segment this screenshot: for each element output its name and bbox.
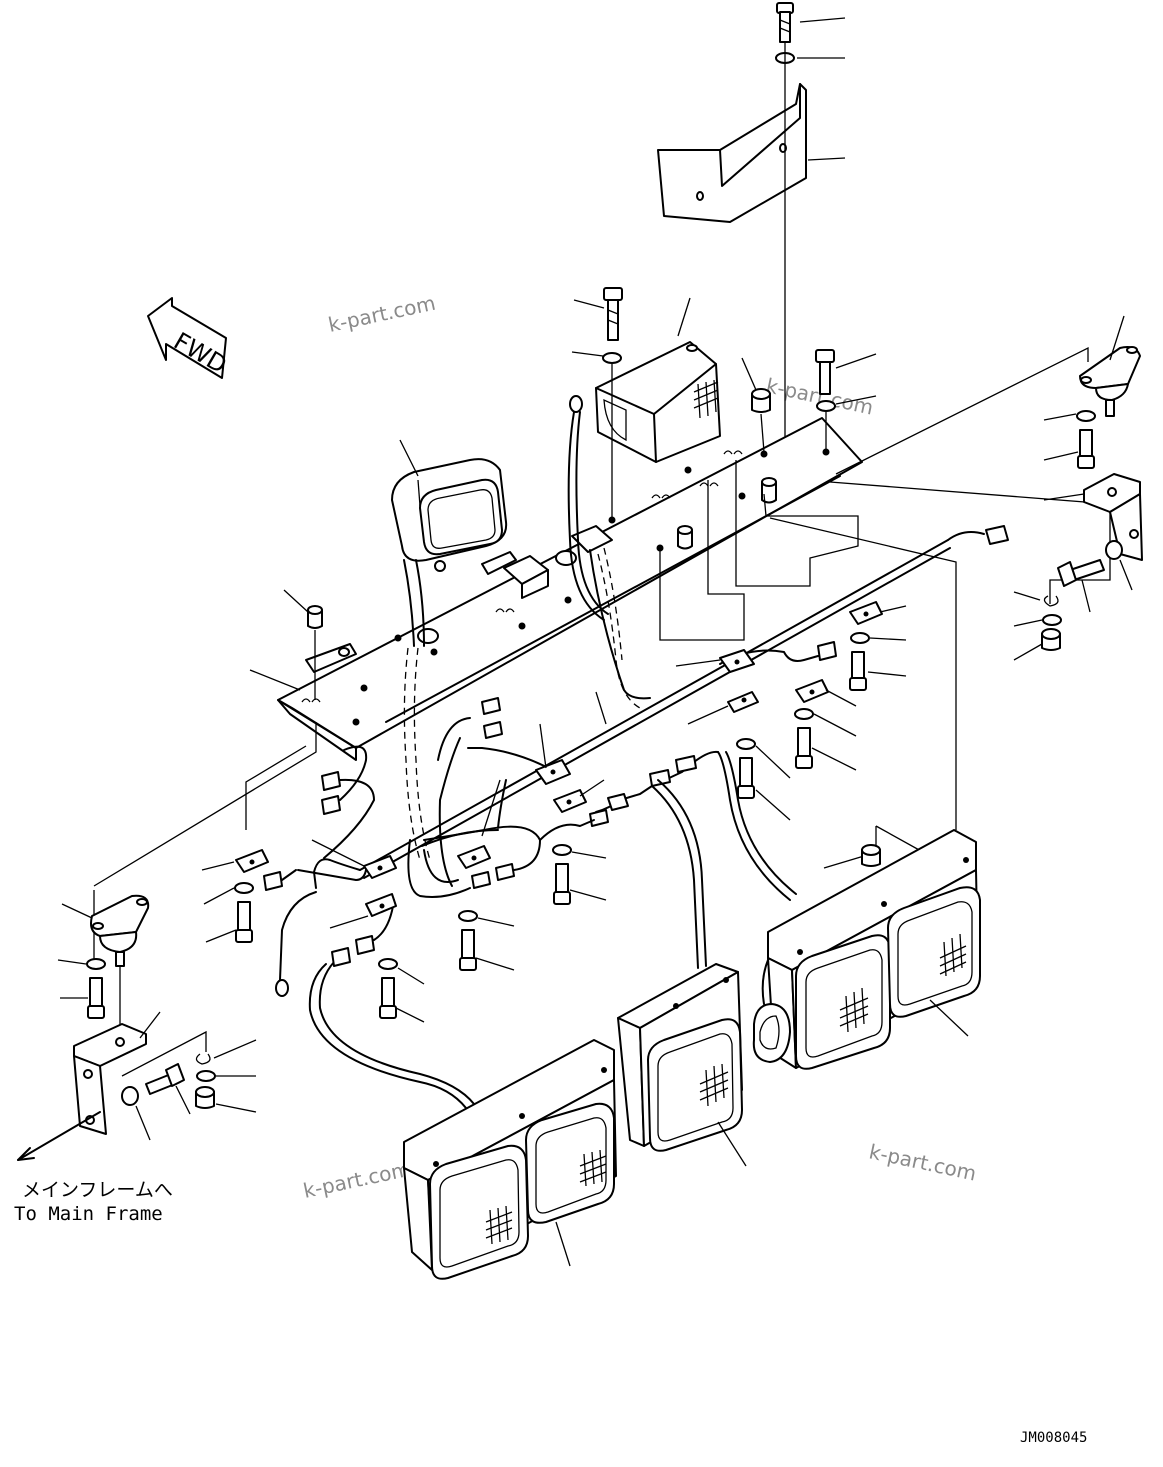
destination-note-japanese: メインフレームへ [22,1179,173,1201]
watermark: k-part.com [326,291,438,337]
watermark: k-part.com [867,1139,979,1185]
rear-double-lamp-left [403,1039,617,1280]
destination-note: メインフレームへ To Main Frame [14,1179,173,1225]
plate-fasteners [249,287,877,700]
destination-note-english: To Main Frame [14,1203,163,1225]
direction-arrow-icon [17,1111,101,1161]
mounting-plate [277,417,863,761]
fwd-arrow-icon [147,297,227,379]
right-mount-assembly [1013,315,1143,661]
left-mount-assembly [17,894,257,1161]
rear-single-lamp-center [617,963,747,1167]
reference-lines [93,346,1111,1077]
center-work-lamp [595,297,721,463]
drawing-number: JM008045 [1020,1430,1087,1446]
front-work-lamp [391,439,508,647]
harness-fasteners [201,605,907,1023]
fwd-direction-marker: FWD [147,297,232,379]
cover-plate-assembly [657,2,846,452]
rear-double-lamp-right [752,829,981,1070]
wiring-harness [235,525,1009,1109]
work-lamp-grid-icon [693,379,719,419]
watermark: k-part.com [301,1157,413,1203]
